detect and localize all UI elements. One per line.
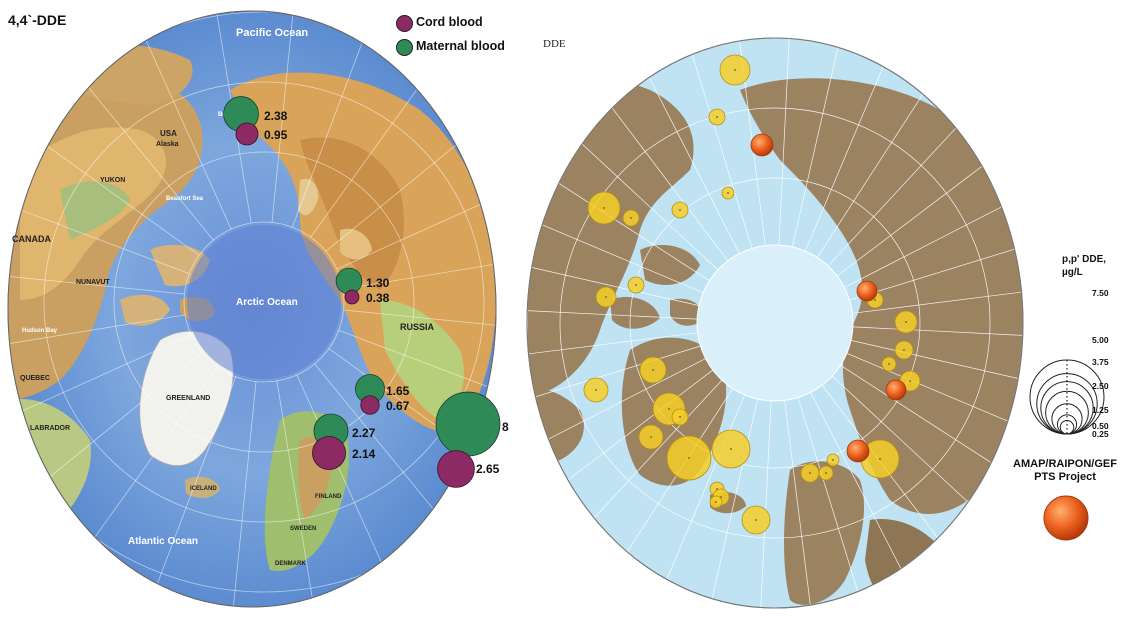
- label-greenland: GREENLAND: [166, 395, 210, 402]
- cord-blood-value-label: 2.14: [352, 447, 376, 461]
- cord-blood-bubble: [437, 450, 475, 488]
- dde-site-center: [879, 458, 881, 460]
- label-canada: CANADA: [12, 234, 51, 244]
- dde-site-center: [734, 69, 736, 71]
- dde-site-center: [635, 284, 637, 286]
- maternal-blood-bubble: [335, 267, 363, 295]
- maternal-blood-value-label: 2.27: [352, 426, 376, 440]
- maternal-blood-value-label: 2.38: [264, 109, 288, 123]
- left-map-title: 4,4`-DDE: [8, 12, 67, 28]
- label-finland: FINLAND: [315, 494, 342, 500]
- label-sweden: SWEDEN: [290, 526, 316, 532]
- maternal-blood-legend-swatch: [396, 39, 413, 56]
- scale-unit-label-2: µg/L: [1062, 267, 1083, 278]
- left-map-place-labels: Pacific Ocean Arctic Ocean Atlantic Ocea…: [12, 27, 435, 567]
- scale-tick-label: 5.00: [1092, 335, 1109, 345]
- scale-circle: [1059, 419, 1075, 435]
- dde-site-center: [652, 369, 654, 371]
- left-map-sites: 2.38 0.95 1.300.38 1.650.67 2.27 2.14 8 2.65: [223, 96, 509, 488]
- label-quebec: QUEBEC: [20, 375, 50, 382]
- dde-site-center: [679, 416, 681, 418]
- credit-line-1: AMAP/RAIPON/GEF: [1013, 458, 1117, 470]
- label-pacific-ocean: Pacific Ocean: [236, 27, 308, 39]
- scale-tick-label: 1.25: [1092, 405, 1109, 415]
- scale-circle: [1040, 381, 1094, 435]
- label-yukon: YUKON: [100, 177, 125, 184]
- scale-tick-label: 0.25: [1092, 429, 1109, 439]
- cord-blood-bubble: [235, 122, 259, 146]
- cord-blood-bubble: [360, 395, 380, 415]
- label-nunavut: NUNAVUT: [76, 279, 110, 286]
- label-iceland: ICELAND: [190, 486, 217, 492]
- label-usa: USA: [160, 129, 177, 138]
- label-beaufort-sea: Beaufort Sea: [166, 196, 204, 202]
- label-arctic-ocean: Arctic Ocean: [236, 297, 298, 308]
- dde-site-center: [679, 209, 681, 211]
- left-polar-map: Pacific Ocean Arctic Ocean Atlantic Ocea…: [7, 10, 509, 608]
- dde-site-center: [755, 519, 757, 521]
- label-russia: RUSSIA: [400, 322, 435, 332]
- cord-blood-bubble: [312, 436, 346, 470]
- dde-site-center: [832, 459, 834, 461]
- label-hudson-bay: Hudson Bay: [22, 328, 58, 334]
- dde-site-center: [903, 349, 905, 351]
- pts-project-legend-symbol: [1043, 495, 1089, 541]
- scale-tick-label: 3.75: [1092, 357, 1109, 367]
- dde-site-center: [595, 389, 597, 391]
- label-atlantic-ocean: Atlantic Ocean: [128, 536, 198, 547]
- maternal-blood-bubble: [435, 391, 501, 457]
- scale-unit-label: p,p' DDE,: [1062, 254, 1106, 265]
- dde-site-center: [874, 299, 876, 301]
- scale-tick-label: 7.50: [1092, 288, 1109, 298]
- dde-site-center: [909, 380, 911, 382]
- dde-site-center: [720, 496, 722, 498]
- right-polar-map: [526, 37, 1024, 609]
- dde-site-center: [730, 448, 732, 450]
- dde-site-center: [688, 457, 690, 459]
- dde-site-center: [668, 408, 670, 410]
- dde-site-center: [603, 207, 605, 209]
- project-credit: AMAP/RAIPON/GEF PTS Project: [1000, 458, 1130, 484]
- dde-site-center: [905, 321, 907, 323]
- dde-site-center: [888, 363, 890, 365]
- dde-site-center: [650, 436, 652, 438]
- label-labrador: LABRADOR: [30, 425, 70, 432]
- dde-site-center: [809, 472, 811, 474]
- dde-scale-legend: p,p' DDE, µg/L 7.50 5.00 3.75 2.50 1.25 0.500.2…: [1029, 254, 1109, 541]
- pts-project-site-marker: [846, 439, 870, 463]
- cord-blood-legend-swatch: [396, 15, 413, 32]
- dde-site-center: [727, 192, 729, 194]
- dde-site-center: [715, 501, 717, 503]
- label-alaska: Alaska: [156, 141, 179, 148]
- credit-line-2: PTS Project: [1034, 471, 1096, 483]
- label-denmark: DENMARK: [275, 561, 306, 567]
- maternal-blood-value-label: 1.65: [386, 384, 410, 398]
- maternal-blood-legend-label: Maternal blood: [416, 39, 505, 53]
- right-map-title: DDE: [543, 38, 566, 50]
- maternal-blood-value-label: 8: [502, 420, 509, 434]
- maternal-blood-value-label: 1.30: [366, 276, 390, 290]
- right-map-sites: [583, 54, 921, 535]
- dde-site-center: [630, 217, 632, 219]
- cord-blood-legend-label: Cord blood: [416, 15, 483, 29]
- cord-blood-value-label: 2.65: [476, 462, 500, 476]
- cord-blood-value-label: 0.38: [366, 291, 390, 305]
- pts-project-site-marker: [750, 133, 774, 157]
- cord-blood-value-label: 0.95: [264, 128, 288, 142]
- cord-blood-value-label: 0.67: [386, 399, 410, 413]
- dde-site-center: [605, 296, 607, 298]
- dde-site-center: [825, 472, 827, 474]
- cord-blood-bubble: [344, 289, 360, 305]
- pts-project-site-marker: [856, 280, 878, 302]
- pts-project-site-marker: [885, 379, 907, 401]
- scale-tick-label: 0.50: [1092, 421, 1109, 431]
- scale-tick-label: 2.50: [1092, 381, 1109, 391]
- dde-site-center: [716, 116, 718, 118]
